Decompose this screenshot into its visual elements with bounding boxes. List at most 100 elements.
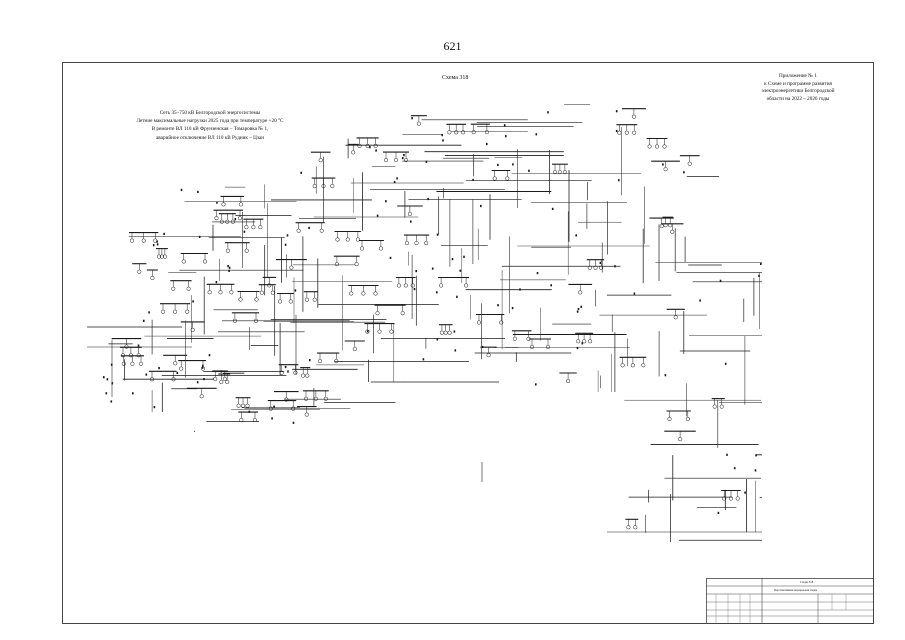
transformer-symbol xyxy=(424,241,429,246)
breaker-symbol xyxy=(436,338,439,341)
transformer-symbol xyxy=(221,202,226,207)
transformer-symbol xyxy=(403,158,409,163)
breaker-symbol xyxy=(271,417,273,420)
breaker-symbol xyxy=(726,453,728,456)
breaker-symbol xyxy=(105,392,108,395)
transformer-symbol xyxy=(244,248,249,253)
breaker-symbol xyxy=(385,200,387,203)
breaker-symbol xyxy=(744,491,746,494)
breaker-symbol xyxy=(132,392,134,395)
breaker-symbol xyxy=(422,358,425,361)
transformer-symbol xyxy=(373,143,378,148)
breaker-symbol xyxy=(577,307,580,311)
caption-line: Сеть 35–750 кВ Белгородской энергосистем… xyxy=(159,110,261,116)
transformer-symbol xyxy=(239,418,244,423)
breaker-symbol xyxy=(760,262,762,265)
transformer-symbol xyxy=(238,202,243,207)
transformer-symbol xyxy=(268,406,273,411)
transformer-symbol xyxy=(359,246,365,251)
breaker-symbol xyxy=(528,169,530,172)
caption-line: аварийное отключение ВЛ 110 кВ Рудник – … xyxy=(156,134,264,141)
transformer-symbol xyxy=(312,297,317,302)
breaker-symbol xyxy=(536,272,539,275)
breaker-symbol xyxy=(153,406,156,409)
transformer-symbol xyxy=(410,283,415,288)
transformer-symbol xyxy=(464,283,469,288)
transformer-symbol xyxy=(620,363,625,368)
breaker-symbol xyxy=(111,382,114,385)
breaker-symbol xyxy=(442,139,444,142)
transformer-symbol xyxy=(484,130,489,135)
transformer-symbol xyxy=(416,121,421,126)
transformer-symbol xyxy=(735,496,740,501)
transformer-symbol xyxy=(349,291,354,296)
breaker-symbol xyxy=(309,359,311,362)
breaker-symbol xyxy=(415,270,417,273)
breaker-symbol xyxy=(243,230,246,233)
breaker-symbol xyxy=(410,220,412,223)
transformer-symbol xyxy=(545,344,551,350)
transformer-symbol xyxy=(486,353,491,358)
breaker-symbol xyxy=(308,226,310,229)
transformer-symbol xyxy=(630,363,635,368)
transformer-symbol xyxy=(728,496,734,501)
transformer-symbol xyxy=(373,291,378,296)
transformer-symbol xyxy=(121,361,126,366)
transformer-symbol xyxy=(345,237,350,242)
breaker-symbol xyxy=(228,269,230,272)
transformer-symbol xyxy=(476,320,482,325)
breaker-symbol xyxy=(411,117,413,120)
breaker-symbol xyxy=(614,265,616,268)
breaker-symbol xyxy=(519,288,521,291)
breaker-symbol xyxy=(719,279,722,282)
breaker-symbol xyxy=(208,354,211,357)
transformer-symbol xyxy=(214,216,219,221)
transformer-symbol xyxy=(254,297,259,302)
transformer-symbol xyxy=(355,237,360,242)
transformer-symbol xyxy=(414,241,419,246)
breaker-symbol xyxy=(106,378,109,381)
transformer-symbol xyxy=(685,416,690,422)
transformer-symbol xyxy=(173,361,178,366)
transformer-symbol xyxy=(599,265,604,270)
scheme-label: Схема 318 xyxy=(442,75,469,81)
transformer-symbol xyxy=(159,254,164,259)
transformer-symbol xyxy=(303,396,309,401)
breaker-symbol xyxy=(158,367,160,370)
breaker-symbol xyxy=(486,142,488,146)
transformer-symbol xyxy=(624,130,629,135)
transformer-symbol xyxy=(403,283,408,288)
breaker-symbol xyxy=(581,342,584,345)
breaker-symbol xyxy=(535,133,538,136)
transformer-symbol xyxy=(267,283,272,288)
transformer-symbol xyxy=(334,359,339,364)
breaker-symbol xyxy=(401,157,404,160)
breaker-symbol xyxy=(215,281,218,284)
caption-line: Летние максимальные нагрузки 2025 года п… xyxy=(136,118,284,125)
transformer-symbol xyxy=(222,376,227,382)
breaker-symbol xyxy=(699,299,701,302)
appendix-line: электроэнергетики Белгородской xyxy=(761,88,835,95)
transformer-symbol xyxy=(296,228,301,233)
transformer-symbol xyxy=(378,246,383,251)
transformer-symbol xyxy=(319,228,324,233)
breaker-symbol xyxy=(198,235,201,238)
transformer-symbol xyxy=(185,309,190,314)
transformer-symbol xyxy=(317,359,323,364)
breaker-symbol xyxy=(375,149,377,152)
transformer-symbol xyxy=(557,170,562,175)
breaker-symbol xyxy=(615,129,618,133)
breaker-symbol xyxy=(497,304,499,307)
transformer-symbol xyxy=(377,329,382,334)
diagram-caption: Сеть 35–750 кВ Белгородской энергосистем… xyxy=(120,109,300,142)
breaker-symbol xyxy=(389,256,392,259)
breaker-symbol xyxy=(156,243,159,246)
breaker-symbol xyxy=(451,258,454,261)
breaker-symbol xyxy=(535,383,537,386)
breaker-symbol xyxy=(576,310,579,313)
transformer-symbol xyxy=(284,397,289,402)
transformer-symbol xyxy=(663,167,668,172)
appendix-line: области на 2022 – 2026 годы xyxy=(766,95,830,102)
transformer-symbol xyxy=(186,286,191,291)
transformer-symbol xyxy=(633,525,638,530)
